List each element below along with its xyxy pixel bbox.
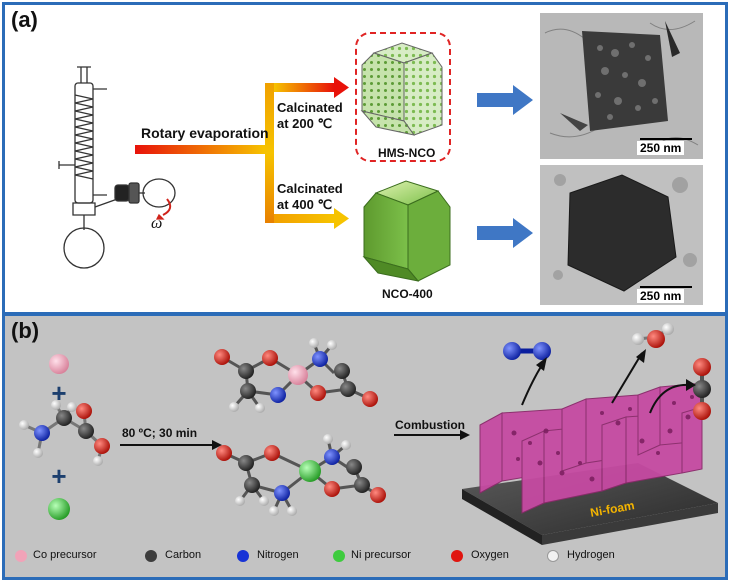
step1-label: 80 ºC; 30 min	[122, 426, 198, 440]
hms-nco-prism-icon	[355, 32, 451, 162]
blue-arrow-bottom	[477, 218, 533, 248]
hms-nco-label: HMS-NCO	[378, 146, 436, 160]
panel-b: (b) + +	[2, 313, 728, 580]
legend-nitrogen-dot	[237, 550, 249, 562]
legend-oxygen-dot	[451, 550, 463, 562]
scale-bar-top	[640, 138, 692, 140]
legend-oxygen: Oxygen	[471, 549, 509, 561]
legend-ni-precursor-dot	[333, 550, 345, 562]
calcinated-bottom-line2: at 400 ℃	[277, 197, 333, 212]
scale-bar-bottom	[640, 286, 692, 288]
calcinated-top-line1: Calcinated	[277, 100, 343, 115]
tem-image-nco-400	[540, 165, 703, 305]
panel-a: (a) ω	[2, 2, 728, 315]
legend-ni-precursor: Ni precursor	[351, 549, 411, 561]
calcinated-top-line2: at 200 ℃	[277, 116, 333, 131]
legend-hydrogen: Hydrogen	[567, 549, 615, 561]
nco-400-label: NCO-400	[382, 287, 433, 301]
legend-hydrogen-dot	[547, 550, 559, 562]
scale-label-bottom: 250 nm	[637, 289, 685, 303]
rotary-evaporation-label: Rotary evaporation	[141, 125, 269, 141]
legend-carbon: Carbon	[165, 549, 202, 561]
blue-arrow-top	[477, 85, 533, 115]
rotary-evaporator-icon	[58, 66, 176, 269]
tem-image-hms-nco	[540, 13, 703, 159]
reaction-scheme: + +	[19, 323, 718, 545]
step2-label: Combustion	[395, 418, 465, 432]
calcinated-bottom-line1: Calcinated	[277, 181, 343, 196]
panel-b-label: (b)	[11, 318, 40, 343]
scale-label-top: 250 nm	[637, 141, 685, 155]
legend-co-precursor: Co precursor	[33, 549, 97, 561]
omega-symbol: ω	[151, 215, 163, 232]
legend-nitrogen: Nitrogen	[257, 549, 299, 561]
legend-carbon-dot	[145, 550, 157, 562]
nco-400-prism-icon	[362, 180, 451, 282]
flow-arrows	[135, 77, 349, 229]
svg-text:+: +	[51, 461, 66, 491]
legend-co-precursor-dot	[15, 550, 27, 562]
panel-a-label: (a)	[11, 7, 38, 32]
